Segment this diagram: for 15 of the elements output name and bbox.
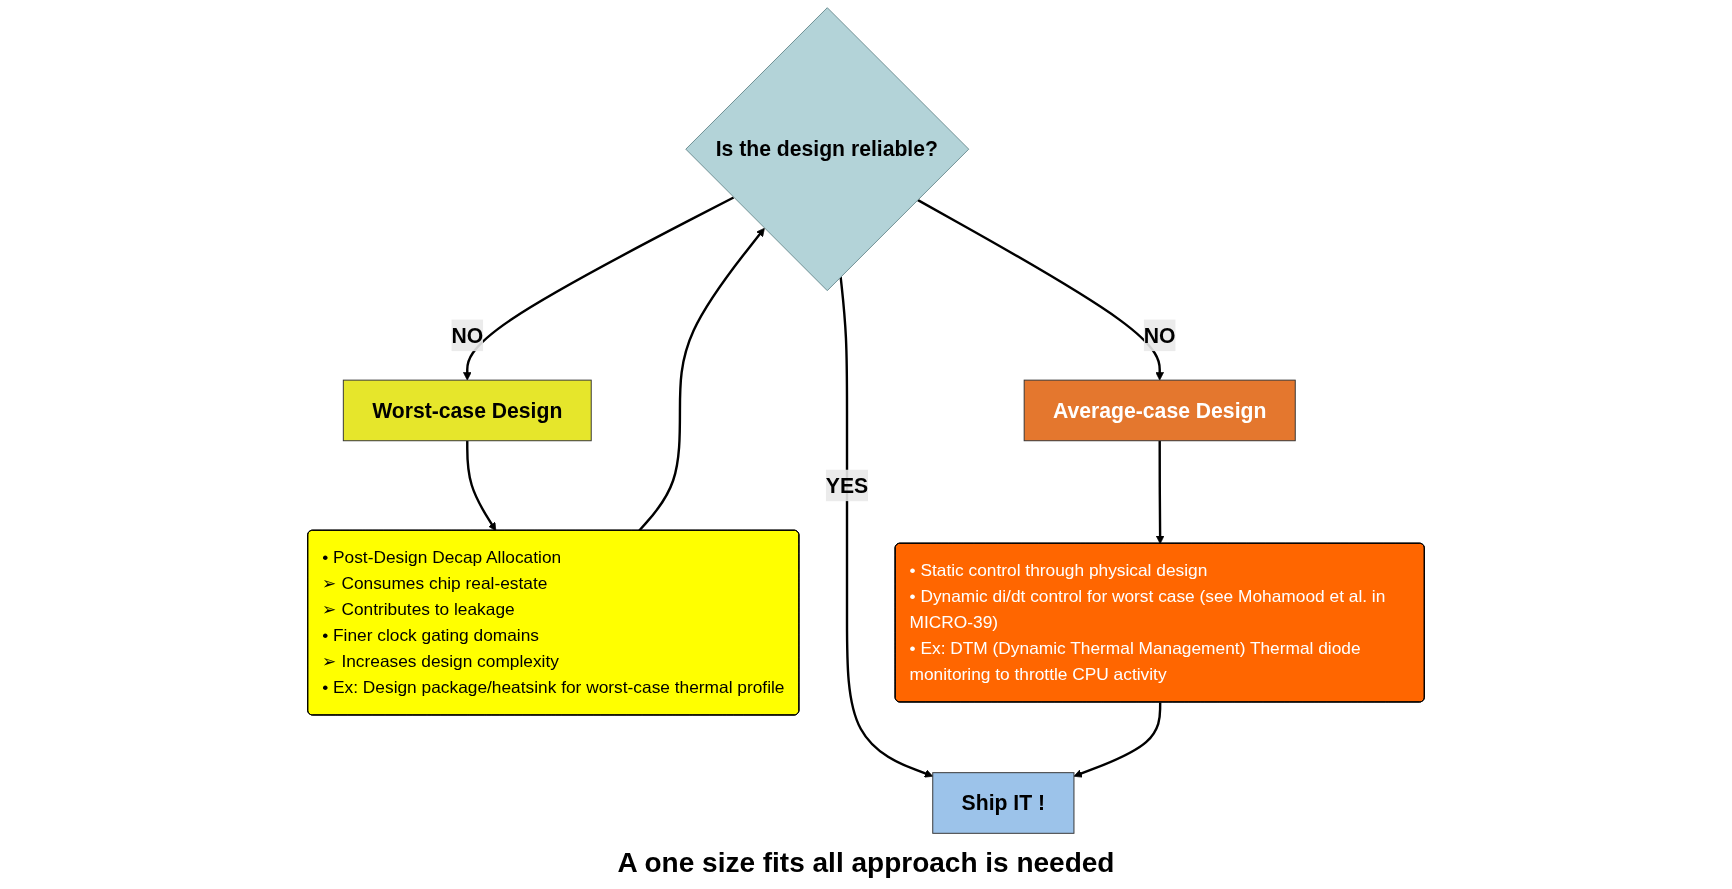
- arrow: [463, 196, 735, 381]
- node-diamond: Is the design reliable?: [685, 7, 970, 292]
- node-box: Average-case Design: [1023, 379, 1296, 442]
- arrow: [466, 440, 497, 532]
- edge-label: YES: [825, 473, 869, 498]
- arrow: [638, 227, 765, 532]
- arrow: [1073, 702, 1162, 778]
- edge-label: NO: [1143, 323, 1176, 348]
- arrow: [916, 198, 1164, 381]
- node-box: Worst-case Design: [342, 379, 592, 442]
- arrow: [839, 276, 934, 778]
- edge-label: NO: [451, 323, 484, 348]
- caption: A one size fits all approach is needed: [617, 846, 1115, 880]
- arrow: [1155, 440, 1165, 545]
- node-box: Ship IT !: [932, 772, 1075, 834]
